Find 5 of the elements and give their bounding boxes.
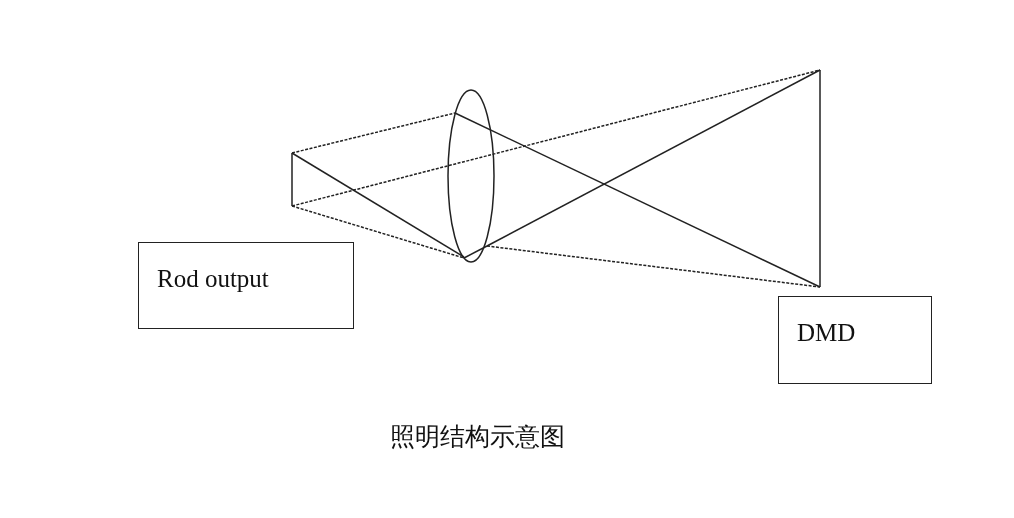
figure-caption: 照明结构示意图 <box>390 422 565 452</box>
label-box <box>778 296 932 384</box>
box-label: DMD <box>797 319 856 347</box>
box-label: Rod output <box>157 265 269 293</box>
label-box <box>138 242 354 329</box>
